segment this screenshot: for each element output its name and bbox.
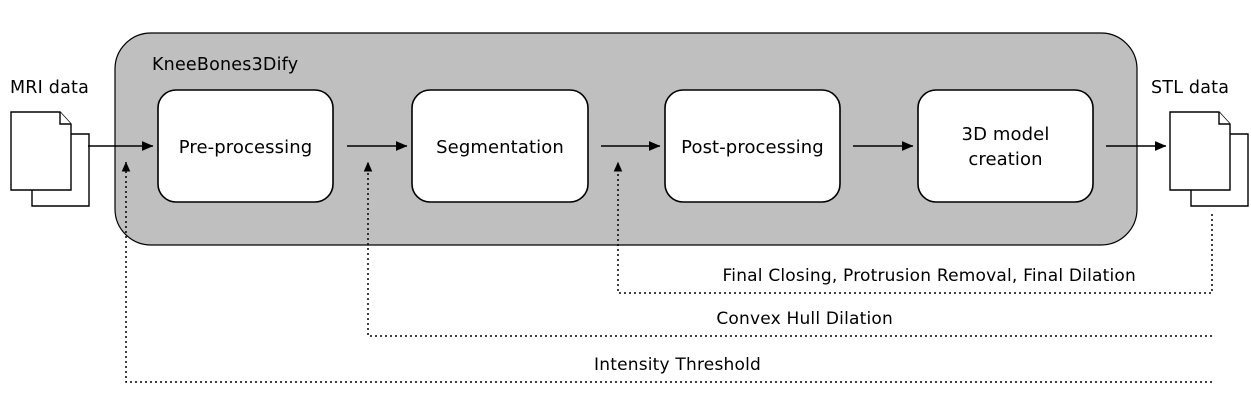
step-pre-processing[interactable]: Pre-processing (157, 89, 334, 203)
step-label: Pre-processing (179, 137, 313, 158)
feedback-loop-final-closing: Final Closing, Protrusion Removal, Final… (613, 161, 1213, 294)
step-label: Segmentation (436, 137, 564, 158)
feedback-loop-convex-hull-dilation: Convex Hull Dilation (363, 161, 1212, 337)
output-label: STL data (1151, 78, 1229, 98)
step-box[interactable] (917, 89, 1094, 203)
step-label-line1: 3D model (962, 124, 1050, 145)
stl-data-document-stack-icon (1169, 111, 1249, 207)
step-box[interactable] (664, 89, 841, 203)
feedback-path (121, 161, 1212, 383)
feedback-loop-intensity-threshold: Intensity Threshold (121, 161, 1212, 383)
feedback-label: Final Closing, Protrusion Removal, Final… (723, 266, 1136, 286)
step-box[interactable] (411, 89, 589, 203)
step-label: Post-processing (681, 137, 824, 158)
container-title: KneeBones3Dify (152, 55, 298, 75)
kneebones3dify-container (114, 32, 1138, 246)
step-3d-model-creation[interactable]: 3D model creation (917, 89, 1094, 203)
mri-data-document-stack-icon (10, 111, 90, 207)
input-label: MRI data (10, 78, 89, 98)
feedback-path (613, 161, 1213, 294)
feedback-label: Intensity Threshold (594, 355, 761, 375)
step-segmentation[interactable]: Segmentation (411, 89, 589, 203)
step-label-line2: creation (968, 149, 1042, 170)
feedback-path (363, 161, 1212, 337)
step-box[interactable] (157, 89, 334, 203)
feedback-label: Convex Hull Dilation (716, 309, 893, 329)
step-post-processing[interactable]: Post-processing (664, 89, 841, 203)
